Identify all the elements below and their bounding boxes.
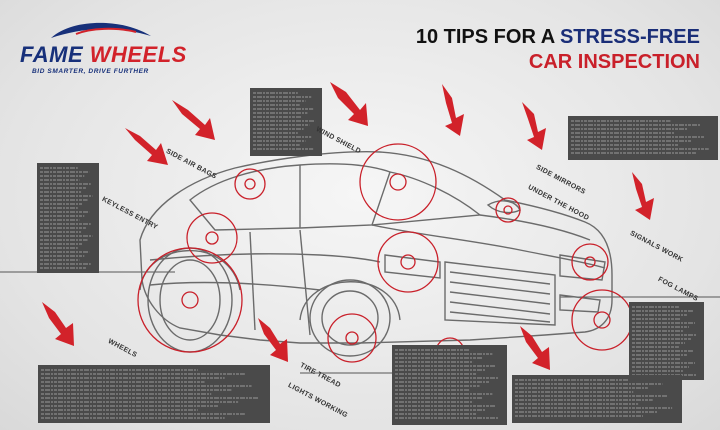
brand-name-part2: WHEELS xyxy=(89,42,187,67)
info-panel-side-mirrors xyxy=(568,116,718,160)
info-panel-wind-shield xyxy=(250,88,322,156)
panel-text-texture xyxy=(632,306,697,376)
info-panel-tire-tread xyxy=(512,375,682,423)
brand-logo[interactable]: FAME WHEELS BID SMARTER, DRIVE FURTHER xyxy=(18,20,193,75)
panel-text-texture xyxy=(395,349,499,419)
info-panel-keyless-entry xyxy=(37,163,99,273)
page-title: 10 TIPS FOR A STRESS-FREE CAR INSPECTION xyxy=(416,26,700,74)
panel-text-texture xyxy=(571,120,709,154)
panel-text-texture xyxy=(515,379,673,417)
pointer-arrows xyxy=(42,82,654,370)
info-panel-wheels xyxy=(38,365,270,423)
title-line2: CAR INSPECTION xyxy=(528,51,700,73)
info-panel-fog-lamps xyxy=(629,302,704,380)
inspection-circles xyxy=(137,143,633,367)
panel-text-texture xyxy=(253,92,316,150)
info-panel-lights xyxy=(392,345,507,425)
title-line1-part1: 10 TIPS FOR A xyxy=(415,26,560,48)
panel-text-texture xyxy=(41,369,259,419)
brand-tagline: BID SMARTER, DRIVE FURTHER xyxy=(32,68,149,75)
car-outline xyxy=(139,151,613,357)
logo-car-icon xyxy=(51,22,151,38)
panel-text-texture xyxy=(40,167,93,269)
title-line1: 10 TIPS FOR A STRESS-FREE xyxy=(416,26,700,49)
brand-name-part1: FAME xyxy=(20,42,90,67)
title-line1-part2: STRESS-FREE xyxy=(559,26,700,48)
brand-name: FAME WHEELS xyxy=(20,42,187,68)
